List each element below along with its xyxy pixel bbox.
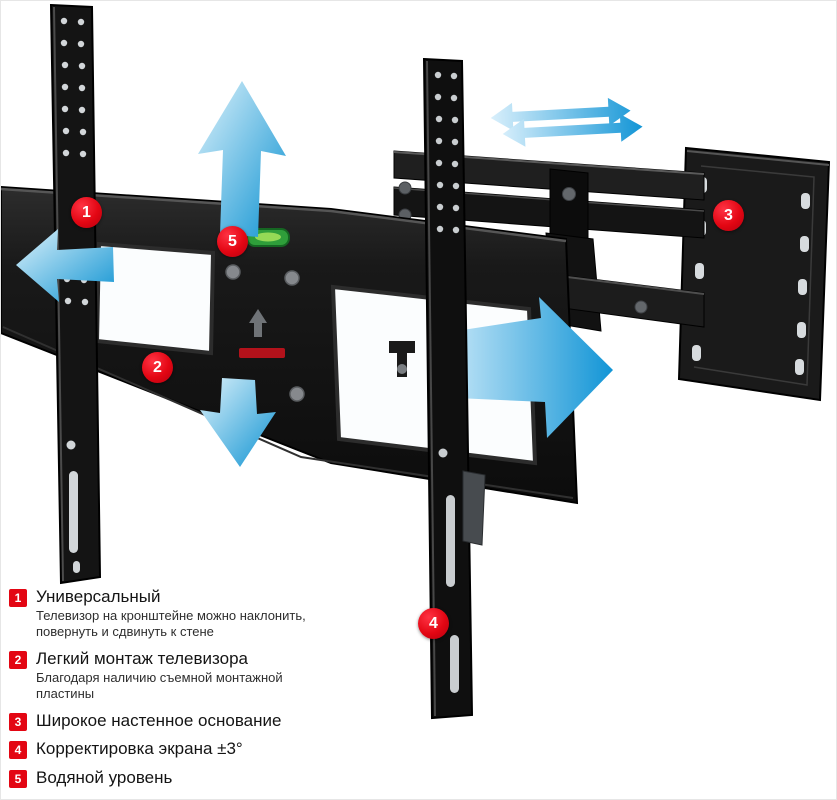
callout-badge-3: 3 xyxy=(713,200,744,231)
legend-title-4: Корректировка экрана ±3° xyxy=(36,739,243,759)
callout-badge-4: 4 xyxy=(418,608,449,639)
legend-title-1: Универсальный xyxy=(36,587,161,606)
up-arrow xyxy=(198,81,286,237)
left-arrow xyxy=(16,229,114,302)
legend-num-5: 5 xyxy=(9,769,27,788)
legend-item-3: 3 Широкое настенное основание xyxy=(9,711,439,732)
legend-item-4: 4 Корректировка экрана ±3° xyxy=(9,739,439,760)
legend: 1 Универсальный Телевизор на кронштейне … xyxy=(9,587,439,788)
legend-num-4: 4 xyxy=(9,741,27,760)
legend-num-3: 3 xyxy=(9,713,27,732)
down-arrow xyxy=(200,378,276,467)
callout-badge-1: 1 xyxy=(71,197,102,228)
left-rail xyxy=(49,3,102,585)
callout-badge-2: 2 xyxy=(142,352,173,383)
legend-item-5: 5 Водяной уровень xyxy=(9,768,439,788)
printed-arrow-mark xyxy=(249,309,267,337)
callout-badge-5: 5 xyxy=(217,226,248,257)
legend-num-2: 2 xyxy=(9,651,27,670)
horizontal-double-arrow xyxy=(490,97,643,147)
legend-title-3: Широкое настенное основание xyxy=(36,711,282,731)
legend-item-2: 2 Легкий монтаж телевизора Благодаря нал… xyxy=(9,649,439,701)
legend-desc-2: Благодаря наличию съемной монтажной плас… xyxy=(36,670,283,701)
legend-desc-1: Телевизор на кронштейне можно наклонить,… xyxy=(36,608,306,639)
legend-item-1: 1 Универсальный Телевизор на кронштейне … xyxy=(9,587,439,639)
right-arrow xyxy=(430,297,613,438)
legend-title-2: Легкий монтаж телевизора xyxy=(36,649,248,669)
legend-title-5: Водяной уровень xyxy=(36,767,173,787)
legend-num-1: 1 xyxy=(9,589,27,607)
right-rail xyxy=(422,57,486,720)
brand-logo xyxy=(239,348,285,358)
